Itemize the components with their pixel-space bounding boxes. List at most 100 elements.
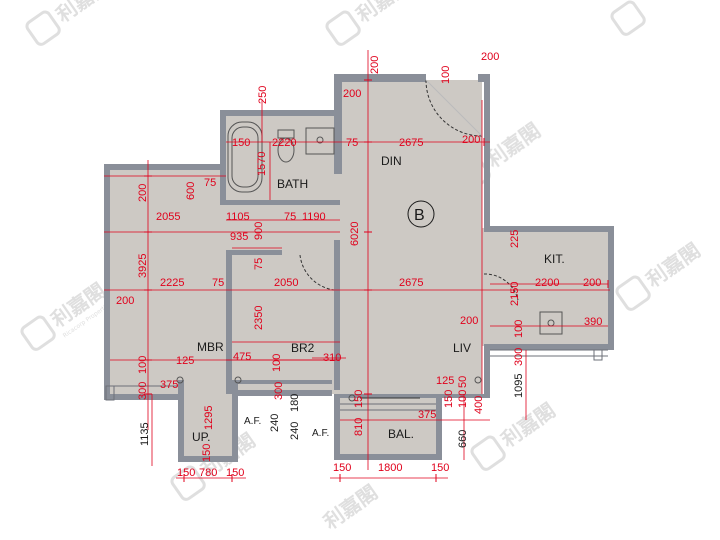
dim-label: 125 xyxy=(436,375,454,387)
watermark-chinese: 利嘉閣 xyxy=(352,0,415,27)
dim-label: 2150 xyxy=(509,282,521,306)
dim-label: 1190 xyxy=(302,211,326,223)
dim-label: 935 xyxy=(230,231,248,243)
dim-label: 1800 xyxy=(378,462,402,474)
dim-label: 2675 xyxy=(399,137,423,149)
windows xyxy=(105,349,608,411)
wall xyxy=(178,380,184,462)
room-label-up: UP. xyxy=(192,430,210,444)
wall xyxy=(232,390,332,396)
watermark-logo: 利嘉閣 xyxy=(325,0,415,46)
room-label-br2: BR2 xyxy=(291,341,315,355)
entry-door-icon xyxy=(425,79,483,137)
dim-label: 75 xyxy=(253,258,265,270)
wall xyxy=(104,394,184,400)
dim-label: 900 xyxy=(253,222,265,240)
dim-label: 810 xyxy=(353,418,365,436)
af-label: A.F. xyxy=(312,428,329,439)
af-label: A.F. xyxy=(244,416,261,427)
dim-label: 400 xyxy=(473,396,485,414)
br2-door-icon xyxy=(299,254,335,291)
dim-label: 200 xyxy=(481,51,499,63)
dim-label: 75 xyxy=(346,137,358,149)
dim-label: 100 xyxy=(137,356,149,374)
dim-label: 200 xyxy=(460,315,478,327)
dim-label: 1135 xyxy=(139,422,151,446)
dim-label: 200 xyxy=(369,56,381,74)
unit-badge-letter: B xyxy=(414,207,425,224)
dim-label: 1570 xyxy=(256,152,268,176)
dim-label: 660 xyxy=(457,430,469,448)
wall xyxy=(232,380,238,462)
sink-icon xyxy=(539,311,563,335)
bedrooms-floor xyxy=(110,170,340,394)
dimension-ticks xyxy=(144,79,609,482)
fixtures xyxy=(176,121,563,402)
dim-label: 50 xyxy=(457,376,469,388)
dim-label: 100 xyxy=(457,390,469,408)
dim-label: 150 xyxy=(443,390,455,408)
dim-label: 375 xyxy=(160,379,178,391)
floor-layer xyxy=(110,80,608,456)
dim-label: 2225 xyxy=(160,277,184,289)
dimension-lines xyxy=(104,50,610,479)
dim-label: 75 xyxy=(204,177,216,189)
dim-label: 3925 xyxy=(137,254,149,278)
dim-label: 2055 xyxy=(156,211,180,223)
wall xyxy=(334,74,426,82)
wall xyxy=(220,200,340,205)
wall xyxy=(220,110,340,116)
dim-label: 390 xyxy=(584,316,602,328)
dim-label: 375 xyxy=(418,409,436,421)
watermark-chinese: 利嘉閣 xyxy=(497,398,560,452)
wall xyxy=(334,74,342,174)
dim-label: 2200 xyxy=(535,277,559,289)
dim-label: 475 xyxy=(233,351,251,363)
wall xyxy=(484,226,614,232)
dim-label: 200 xyxy=(462,134,480,146)
dim-label: 1295 xyxy=(203,406,215,430)
wall xyxy=(340,394,490,398)
main-floor xyxy=(340,80,608,394)
bal-floor xyxy=(340,396,440,454)
dim-label: 300 xyxy=(137,382,149,400)
unit-badge: B xyxy=(407,200,435,228)
dim-label: 1105 xyxy=(226,211,250,223)
wall xyxy=(178,456,238,462)
dim-label: 2350 xyxy=(253,306,265,330)
dim-label: 150 xyxy=(201,444,213,462)
wall xyxy=(226,380,332,384)
wall xyxy=(490,344,608,350)
room-label-mbr: MBR xyxy=(197,340,224,354)
dim-label: 125 xyxy=(176,355,194,367)
dim-label: 200 xyxy=(137,184,149,202)
dim-label: 250 xyxy=(257,86,269,104)
room-label-kit: KIT. xyxy=(544,252,565,266)
dim-label: 225 xyxy=(509,230,521,248)
dim-label: 150 xyxy=(353,390,365,408)
walls xyxy=(104,74,614,462)
dim-label: 150 xyxy=(333,462,351,474)
dim-label: 600 xyxy=(185,182,197,200)
dim-label: 2050 xyxy=(274,277,298,289)
room-label-bath: BATH xyxy=(277,177,308,191)
watermark-chinese: 利嘉閣 xyxy=(482,118,545,172)
room-label-bal: BAL. xyxy=(388,427,414,441)
wall xyxy=(334,454,442,460)
watermark-logo xyxy=(610,0,646,36)
dim-label: 300 xyxy=(513,348,525,366)
wall xyxy=(226,250,232,394)
bathtub-icon xyxy=(227,121,263,193)
dim-label: 200 xyxy=(116,295,134,307)
dim-label: 300 xyxy=(273,382,285,400)
watermark-chinese: 利嘉閣 xyxy=(52,0,115,27)
dim-label: 100 xyxy=(513,320,525,338)
wall xyxy=(334,394,340,460)
dim-label: 240 xyxy=(289,422,301,440)
wall xyxy=(436,394,442,460)
up-floor xyxy=(184,394,232,456)
watermark-chinese: 利嘉閣 xyxy=(319,480,382,534)
dim-label: 100 xyxy=(440,66,452,84)
dim-label: 1095 xyxy=(513,374,525,398)
kitchen-door-icon xyxy=(483,273,519,301)
